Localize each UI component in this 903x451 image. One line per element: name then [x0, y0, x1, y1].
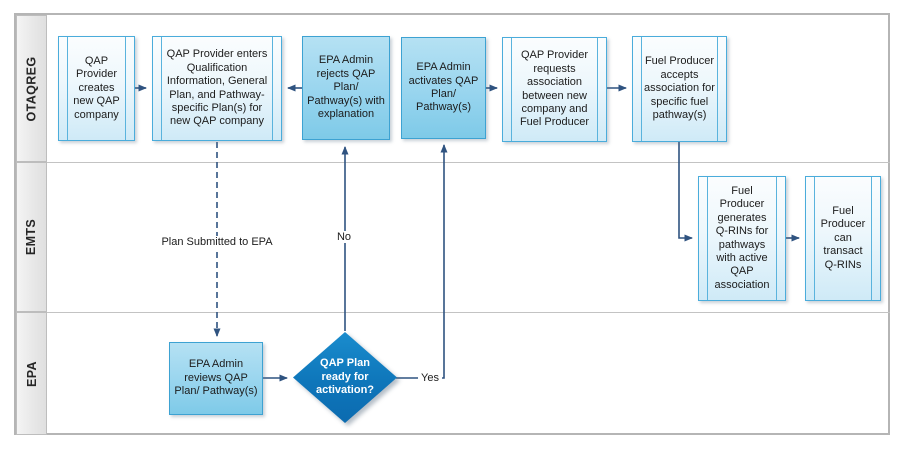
decision-diamond-text: QAP Plan ready for activation?	[293, 332, 397, 423]
node-enter-plans: QAP Provider enters Qualification Inform…	[152, 36, 282, 141]
node-review-plan-label: EPA Admin reviews QAP Plan/ Pathway(s)	[174, 358, 258, 398]
node-transact-qrins: Fuel Producer can transact Q-RINs	[805, 176, 881, 301]
decision-diamond: QAP Plan ready for activation?	[293, 332, 397, 423]
edge-label-no: No	[333, 231, 355, 243]
node-generate-qrins: Fuel Producer generates Q-RINs for pathw…	[698, 176, 786, 301]
edge-label-yes: Yes	[418, 372, 442, 384]
node-enter-plans-label: QAP Provider enters Qualification Inform…	[166, 48, 268, 128]
lane-header-otaqreg: OTAQREG	[16, 15, 47, 162]
lane-label-otaqreg: OTAQREG	[24, 55, 39, 122]
decision-diamond-label: QAP Plan ready for activation?	[315, 356, 375, 397]
node-request-association: QAP Provider requests association betwee…	[502, 37, 607, 142]
node-activate-plan-label: EPA Admin activates QAP Plan/ Pathway(s)	[408, 61, 479, 114]
node-accept-association: Fuel Producer accepts association for sp…	[632, 36, 727, 142]
node-create-company-label: QAP Provider creates new QAP company	[73, 54, 120, 121]
node-transact-qrins-label: Fuel Producer can transact Q-RINs	[820, 204, 866, 271]
node-generate-qrins-label: Fuel Producer generates Q-RINs for pathw…	[714, 184, 770, 291]
node-reject-plan: EPA Admin rejects QAP Plan/ Pathway(s) w…	[302, 36, 390, 140]
node-review-plan: EPA Admin reviews QAP Plan/ Pathway(s)	[169, 342, 263, 415]
lane-divider-2	[16, 312, 890, 313]
node-activate-plan: EPA Admin activates QAP Plan/ Pathway(s)	[401, 37, 486, 139]
lane-label-epa: EPA	[24, 360, 39, 387]
lane-header-emts: EMTS	[16, 162, 47, 312]
node-request-association-label: QAP Provider requests association betwee…	[519, 49, 590, 129]
lane-header-epa: EPA	[16, 312, 47, 435]
node-reject-plan-label: EPA Admin rejects QAP Plan/ Pathway(s) w…	[307, 54, 385, 121]
lane-divider-1	[16, 162, 890, 163]
node-create-company: QAP Provider creates new QAP company	[58, 36, 135, 141]
edge-label-plan-submitted: Plan Submitted to EPA	[158, 236, 276, 248]
node-accept-association-label: Fuel Producer accepts association for sp…	[644, 55, 715, 122]
lane-label-emts: EMTS	[24, 218, 39, 256]
